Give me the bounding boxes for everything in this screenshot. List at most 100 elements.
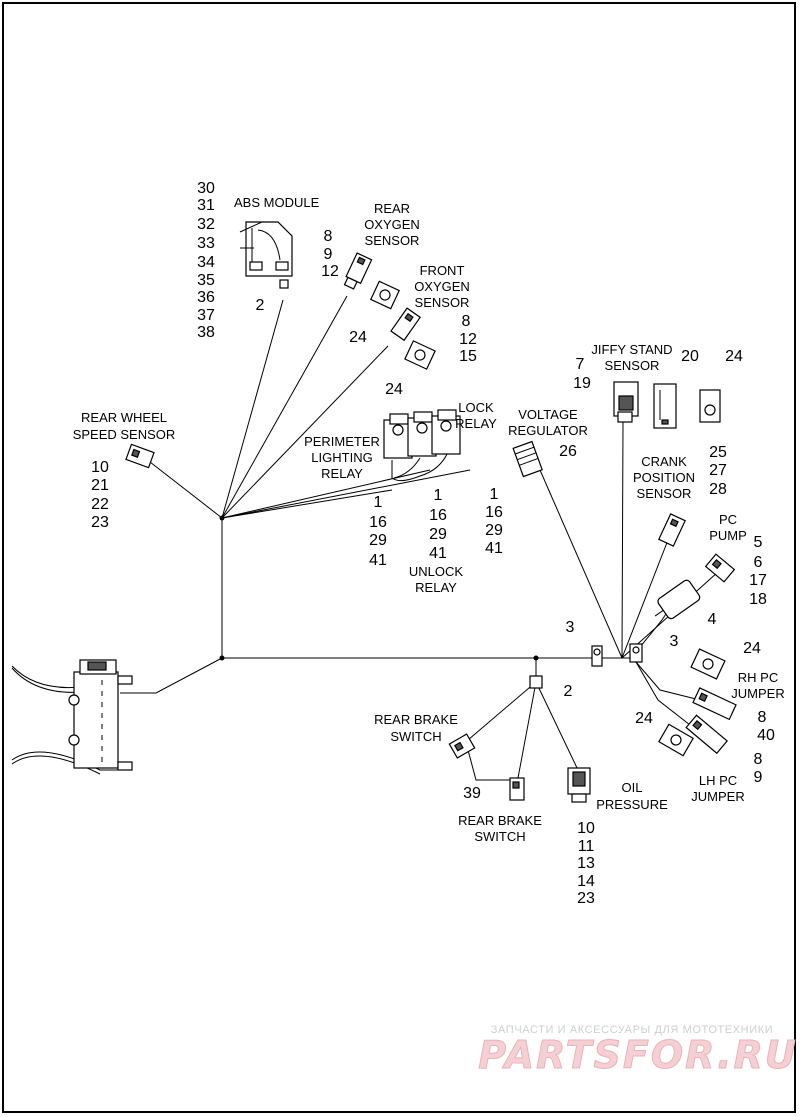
label-front-oxygen-1: FRONT xyxy=(420,263,465,278)
harness-junction-brake xyxy=(533,655,539,661)
harness-clip-3b xyxy=(629,643,643,663)
label-abs-module: ABS MODULE xyxy=(234,195,320,210)
callout-oil-3: 14 xyxy=(577,873,595,890)
label-pc-pump-1: PC xyxy=(719,512,737,527)
lh-pc-jumper-seal xyxy=(658,723,694,757)
callout-crank-1: 27 xyxy=(709,462,727,479)
callout-unlock-1: 16 xyxy=(429,507,447,524)
callout-jiffy-24: 24 xyxy=(725,348,743,365)
callout-perimeter-1: 16 xyxy=(369,514,387,531)
label-unlock-2: RELAY xyxy=(415,580,457,595)
callout-front-oxy-24: 24 xyxy=(385,381,403,398)
callout-abs-1: 31 xyxy=(197,197,215,214)
harness-junction-upper xyxy=(219,515,225,521)
callout-lock-2: 29 xyxy=(485,522,503,539)
label-rear-brake-a-2: SWITCH xyxy=(390,729,441,744)
label-crank-1: CRANK xyxy=(641,454,687,469)
callout-abs-2-item: 2 xyxy=(256,297,265,314)
callout-abs-5: 35 xyxy=(197,272,215,289)
rh-pc-jumper-connector xyxy=(692,687,737,721)
callout-lock-0: 1 xyxy=(490,486,499,503)
callout-wheel-2: 22 xyxy=(91,496,109,513)
jiffy-stand-sensor-connector xyxy=(613,381,639,423)
frame-bracket xyxy=(11,659,133,775)
callout-abs-8: 38 xyxy=(197,324,215,341)
watermark-brand: PARTSFOR.RU xyxy=(478,1033,797,1077)
label-pc-pump-2: PUMP xyxy=(709,528,747,543)
rear-brake-switch-connector-1 xyxy=(448,733,476,759)
oil-pressure-connector xyxy=(567,767,591,803)
callout-jiffy-0: 7 xyxy=(576,356,585,373)
label-rear-wheel-1: REAR WHEEL xyxy=(81,410,167,425)
callout-oil-2: 13 xyxy=(577,855,595,872)
callout-unlock-3: 41 xyxy=(429,545,447,562)
callout-unlock-2: 29 xyxy=(429,526,447,543)
label-rh-pc-1: RH PC xyxy=(738,670,778,685)
callout-rear-oxy-0: 8 xyxy=(324,228,333,245)
perimeter-lighting-relay-icon xyxy=(383,413,413,459)
callout-oil-1: 11 xyxy=(578,838,595,855)
rear-wheel-speed-sensor-connector xyxy=(125,443,155,469)
label-lock-relay-2: RELAY xyxy=(455,416,497,431)
callout-oil-4: 23 xyxy=(577,890,595,907)
callout-pc-pump-1: 6 xyxy=(754,554,763,571)
pc-pump-connector xyxy=(704,553,736,583)
callout-pc-pump-4: 4 xyxy=(708,611,717,628)
callout-lh-0: 8 xyxy=(754,751,763,768)
callout-rh-24: 24 xyxy=(743,640,761,657)
callout-front-oxy-2: 15 xyxy=(459,348,477,365)
callout-abs-2: 32 xyxy=(197,216,215,233)
callout-perimeter-0: 1 xyxy=(374,494,383,511)
front-oxygen-sensor-connector xyxy=(390,307,421,342)
callout-rh-1: 40 xyxy=(757,727,775,744)
callout-rear-oxy-24: 24 xyxy=(349,329,367,346)
callout-jiffy-20: 20 xyxy=(681,348,699,365)
callout-wheel-3: 23 xyxy=(91,514,109,531)
lh-pc-jumper-connector xyxy=(685,714,728,755)
unlock-relay-icon xyxy=(407,411,437,457)
jiffy-stand-seal xyxy=(699,389,721,423)
rear-oxygen-sensor-seal xyxy=(370,280,400,310)
callout-front-oxy-1: 12 xyxy=(459,331,477,348)
label-lh-pc-1: LH PC xyxy=(699,773,737,788)
callout-wheel-1: 21 xyxy=(91,477,109,494)
label-oil-1: OIL xyxy=(622,780,643,795)
label-perimeter-1: PERIMETER xyxy=(304,434,380,449)
callout-abs-0: 30 xyxy=(197,180,215,197)
label-rear-brake-a-1: REAR BRAKE xyxy=(374,712,458,727)
label-rear-wheel-2: SPEED SENSOR xyxy=(73,427,176,442)
callout-crank-2: 28 xyxy=(709,481,727,498)
callout-lock-3: 41 xyxy=(485,540,503,557)
label-crank-3: SENSOR xyxy=(637,486,692,501)
label-jiffy-1: JIFFY STAND xyxy=(591,342,672,357)
callout-abs-6: 36 xyxy=(197,289,215,306)
callout-lh-24: 24 xyxy=(635,710,653,727)
front-oxygen-sensor-seal xyxy=(404,340,436,370)
callout-clip-2: 2 xyxy=(564,683,573,700)
label-rear-oxygen-2: OXYGEN xyxy=(364,217,420,232)
harness-clip-3a xyxy=(591,645,603,667)
label-oil-2: PRESSURE xyxy=(596,797,668,812)
callout-rh-0: 8 xyxy=(758,709,767,726)
label-voltage-2: REGULATOR xyxy=(508,423,588,438)
callout-wheel-0: 10 xyxy=(91,459,109,476)
callout-oil-0: 10 xyxy=(577,820,595,837)
callout-rear-oxy-2: 12 xyxy=(321,263,339,280)
harness-junction-lower xyxy=(219,655,225,661)
harness-clip-2 xyxy=(529,675,543,689)
callout-abs-4: 34 xyxy=(197,254,215,271)
callout-pc-pump-3: 18 xyxy=(749,591,767,608)
callout-unlock-0: 1 xyxy=(434,487,443,504)
callout-voltage: 26 xyxy=(559,443,577,460)
lock-relay-icon xyxy=(431,409,461,455)
callout-perimeter-3: 41 xyxy=(369,552,387,569)
watermark: ЗАПЧАСТИ И АКСЕССУАРЫ ДЛЯ МОТОТЕХНИКИ PA… xyxy=(478,1024,797,1078)
voltage-regulator-connector xyxy=(512,440,543,478)
callout-jiffy-1: 19 xyxy=(573,375,591,392)
label-rear-oxygen-3: SENSOR xyxy=(365,233,420,248)
callout-rear-oxy-1: 9 xyxy=(324,246,333,263)
callout-abs-3: 33 xyxy=(197,235,215,252)
callout-perimeter-2: 29 xyxy=(369,532,387,549)
jiffy-stand-sensor-mate xyxy=(653,383,677,429)
